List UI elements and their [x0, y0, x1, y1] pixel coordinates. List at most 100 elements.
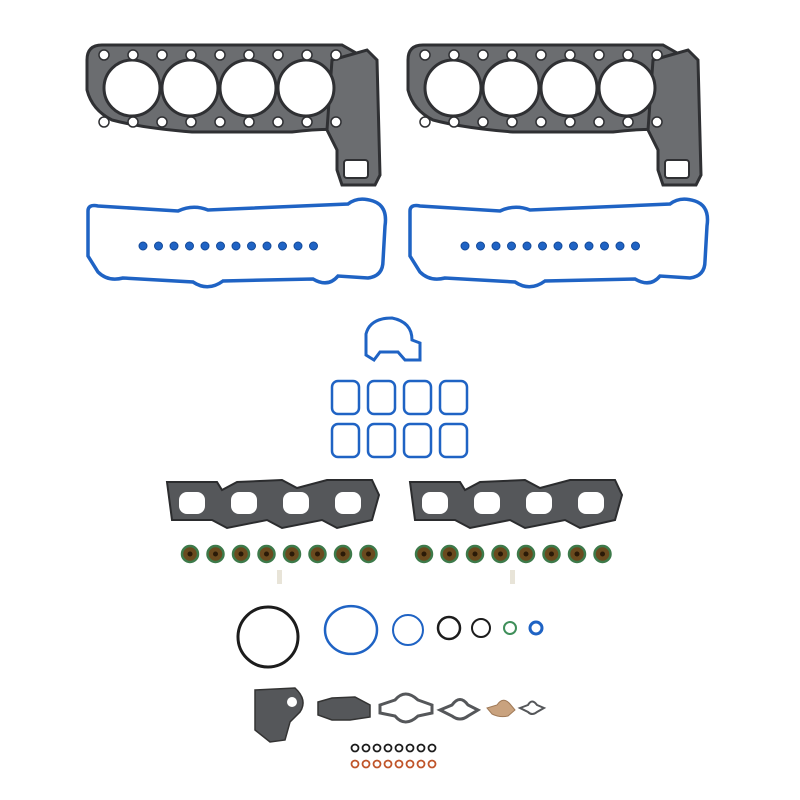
tube-seal [584, 241, 594, 251]
cylinder-bore [423, 58, 483, 118]
bolt-hole [243, 49, 255, 61]
front-cover-gasket [364, 316, 422, 363]
bolt-hole [419, 49, 431, 61]
valve-stem-seal-center [447, 551, 452, 557]
o-ring [503, 621, 517, 635]
o-ring [236, 605, 300, 669]
bolt-hole [272, 116, 284, 128]
bolt-hole [622, 49, 634, 61]
bolt-hole [127, 116, 139, 128]
bolt-hole [564, 116, 576, 128]
o-ring [436, 615, 462, 641]
valve-cover-gasket [86, 197, 388, 289]
bolt-hole [448, 49, 460, 61]
bolt-hole [448, 116, 460, 128]
water-outlet-gasket [378, 692, 434, 724]
intake-port-gasket [438, 422, 469, 459]
exhaust-manifold-gasket [408, 478, 624, 530]
bolt-hole [477, 116, 489, 128]
o-ring [528, 620, 544, 636]
exhaust-port-opening [179, 492, 205, 514]
head-gasket-extension [325, 48, 382, 187]
head-gasket-window [664, 159, 690, 179]
bolt-hole [185, 49, 197, 61]
tube-seal [600, 241, 609, 251]
gasket-hole [287, 697, 297, 707]
bolt-hole [98, 49, 110, 61]
thermostat-gasket [317, 696, 371, 721]
small-o-ring [361, 743, 371, 753]
bolt-hole [506, 49, 518, 61]
tube-seal [553, 241, 563, 251]
valve-stem-seal-center [264, 551, 269, 557]
exhaust-port-opening [283, 492, 309, 514]
intake-port-gasket [402, 379, 433, 416]
small-o-ring [416, 759, 426, 769]
valve-stem-seal-center [574, 551, 580, 557]
intake-port-gasket [438, 379, 469, 416]
small-o-ring [405, 743, 415, 753]
cylinder-bore [102, 58, 162, 118]
tube-seal [154, 241, 163, 251]
small-o-ring [416, 743, 426, 753]
small-o-ring [372, 759, 382, 769]
sensor-gasket [517, 700, 547, 715]
small-o-ring [350, 759, 360, 769]
tube-seal [216, 241, 225, 251]
dowel-sleeve [277, 570, 282, 584]
bolt-hole [419, 116, 431, 128]
cylinder-bore [597, 58, 657, 118]
valve-stem-seal-center [600, 551, 605, 557]
bolt-hole [156, 49, 168, 61]
cylinder-bore [160, 58, 220, 118]
small-o-ring [394, 743, 404, 753]
cylinder-bore [218, 58, 278, 118]
bolt-hole [214, 116, 226, 128]
exhaust-manifold-gasket [165, 478, 381, 530]
bolt-hole [622, 116, 634, 128]
cylinder-bore [481, 58, 541, 118]
bolt-hole [506, 116, 518, 128]
exhaust-port-opening [526, 492, 552, 514]
bolt-hole [185, 116, 197, 128]
tube-seal [538, 241, 547, 251]
small-o-ring [350, 743, 360, 753]
tube-seal [138, 241, 148, 251]
bolt-hole [477, 49, 489, 61]
tube-seal [247, 241, 256, 251]
bolt-hole [651, 116, 663, 128]
small-o-ring [383, 759, 393, 769]
intake-port-gasket [366, 422, 397, 459]
exhaust-port-opening [422, 492, 448, 514]
small-o-ring [405, 759, 415, 769]
bolt-hole [330, 49, 342, 61]
head-gasket-window [343, 159, 369, 179]
bolt-hole [156, 116, 168, 128]
tube-seal [200, 241, 210, 251]
intake-port-gasket [402, 422, 433, 459]
small-o-ring [361, 759, 371, 769]
valve-stem-seal-center [315, 551, 320, 557]
small-o-ring [394, 759, 404, 769]
small-o-ring [383, 743, 393, 753]
tube-seal [309, 241, 318, 251]
valve-stem-seal-center [498, 551, 503, 557]
egr-tube-gasket [436, 698, 482, 721]
o-ring [471, 618, 491, 638]
tube-seal [169, 241, 179, 251]
bolt-hole [127, 49, 139, 61]
valve-stem-seal-center [523, 551, 529, 557]
copper-gasket [486, 699, 516, 718]
small-o-ring [427, 743, 437, 753]
bolt-hole [330, 116, 342, 128]
intake-port-gasket [330, 379, 361, 416]
cylinder-bore [539, 58, 599, 118]
bolt-hole [272, 49, 284, 61]
bolt-hole [564, 49, 576, 61]
tube-seal [278, 241, 287, 251]
bolt-hole [301, 116, 313, 128]
tube-seal [522, 241, 532, 251]
head-gasket-extension [646, 48, 703, 187]
bolt-hole [243, 116, 255, 128]
